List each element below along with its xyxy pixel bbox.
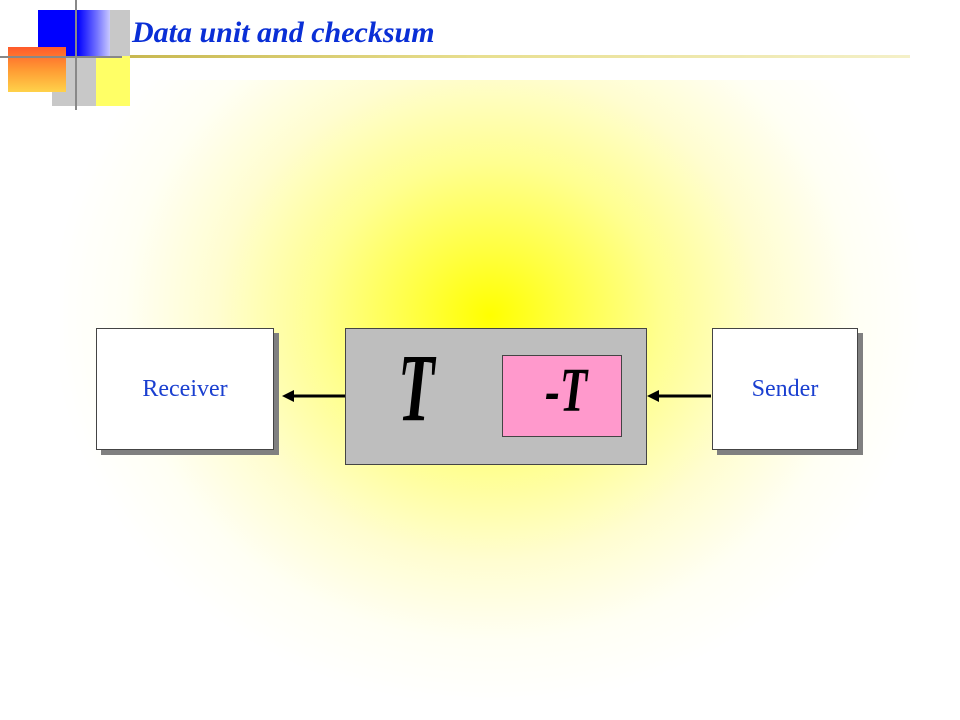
- deco-yellow-block: [96, 56, 130, 106]
- receiver-label: Receiver: [142, 375, 228, 402]
- arrow-to-receiver-icon: [282, 390, 346, 402]
- deco-vertical-line: [75, 0, 77, 110]
- receiver-box: Receiver: [96, 328, 274, 450]
- title-underline: [130, 55, 910, 58]
- checksum-label: -T: [545, 357, 588, 425]
- deco-orange-block: [8, 47, 66, 92]
- checksum-box: [502, 355, 622, 437]
- sender-box: Sender: [712, 328, 858, 450]
- sender-label: Sender: [751, 375, 819, 402]
- data-label: T: [398, 334, 435, 441]
- page-title: Data unit and checksum: [132, 16, 435, 49]
- deco-horizontal-line: [0, 56, 122, 58]
- arrow-from-sender-icon: [647, 390, 711, 402]
